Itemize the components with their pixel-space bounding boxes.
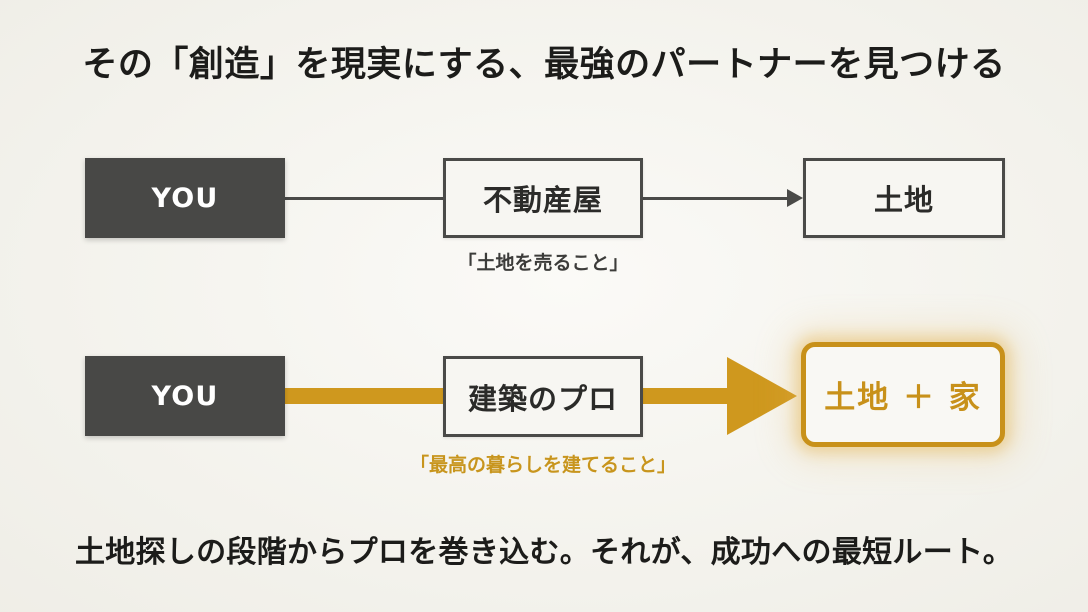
slide-footer-text: 土地探しの段階からプロを巻き込む。それが、成功への最短ルート。 <box>74 535 1014 570</box>
arrow-head-row2-icon <box>727 357 797 435</box>
node-land-plus-house-label: 土地 ＋ 家 <box>824 380 982 416</box>
connector-line-row2-right <box>639 388 734 404</box>
node-land[interactable]: 土地 <box>803 158 1005 238</box>
node-building-pro[interactable]: 建築のプロ <box>443 356 643 437</box>
connector-line-row2-left <box>281 388 447 404</box>
caption-realtor-goal: 「土地を売ること」 <box>457 252 629 274</box>
connector-line-row1-right <box>643 197 791 200</box>
node-you-row2[interactable]: YOU <box>85 356 285 436</box>
node-you-row1-label: YOU <box>151 182 219 214</box>
caption-building-pro-goal: 「最高の暮らしを建てること」 <box>409 454 676 476</box>
node-you-row1[interactable]: YOU <box>85 158 285 238</box>
page-title: その「創造」を現実にする、最強のパートナーを見つける <box>82 44 1006 85</box>
node-land-label: 土地 <box>873 183 934 217</box>
node-you-row2-label: YOU <box>151 380 219 412</box>
connector-line-row1-left <box>285 197 445 200</box>
node-land-plus-house[interactable]: 土地 ＋ 家 <box>801 342 1005 447</box>
node-realtor-label: 不動産屋 <box>482 183 603 217</box>
node-building-pro-label: 建築のプロ <box>467 381 618 416</box>
node-realtor[interactable]: 不動産屋 <box>443 158 643 238</box>
arrow-head-row1-icon <box>787 189 803 207</box>
